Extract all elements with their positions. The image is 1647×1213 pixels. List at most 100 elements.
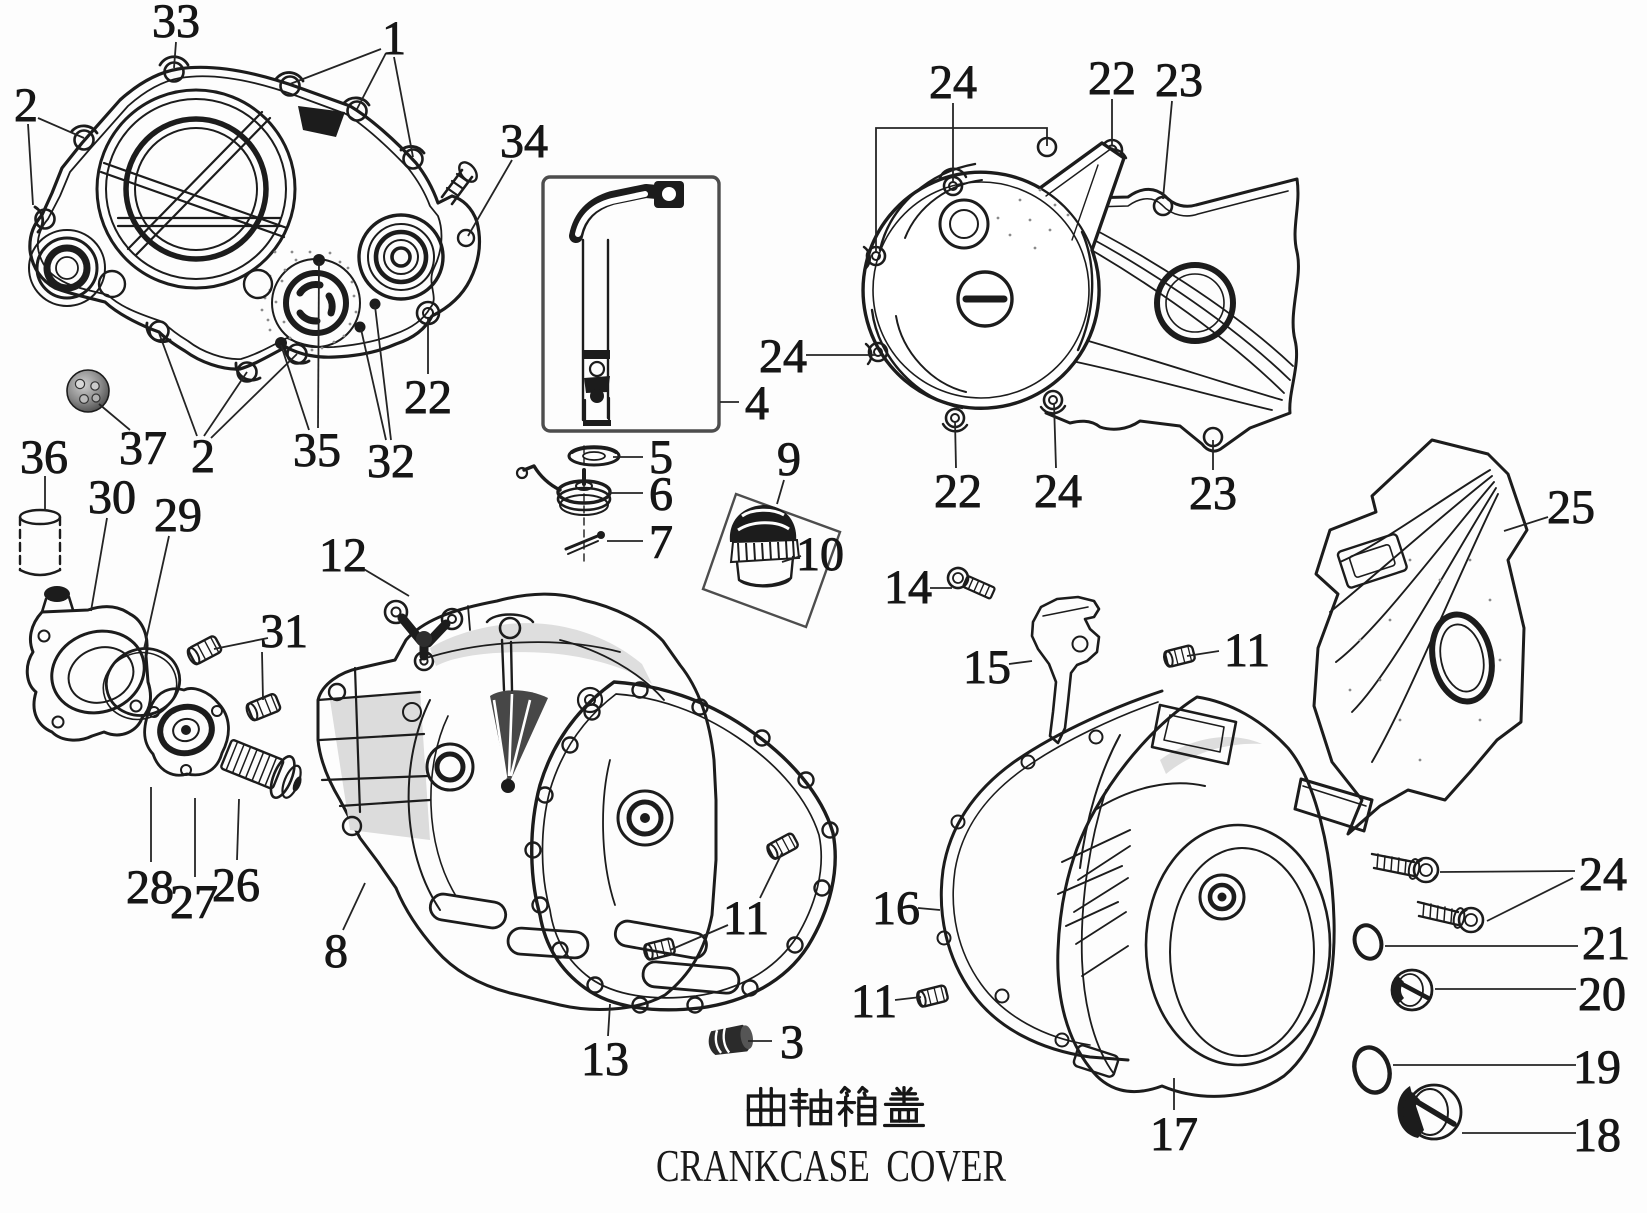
callout-24-34: 24	[759, 330, 807, 383]
crankcase-cover-body-8-shape	[330, 690, 430, 840]
cover-25-boss	[1336, 533, 1408, 589]
cotter-pin-7-shape	[567, 540, 599, 555]
crankcase-cover-body-8-shape	[430, 623, 652, 684]
stator-gasket-23	[1036, 136, 1300, 453]
lever-spring-6-shape	[515, 466, 529, 480]
crankcase-cover-body-8-shape	[353, 666, 362, 814]
callout-27-15: 27	[170, 876, 218, 929]
stator-cover-bolts-shape	[1042, 389, 1064, 411]
leader-line-16-30	[917, 907, 941, 911]
callout-16-30: 16	[872, 882, 920, 935]
stipple-dots-shape	[288, 336, 292, 340]
water-pump-cover-30-shape	[50, 629, 146, 715]
shift-arm-12-shape	[390, 606, 402, 618]
leader-line-31-13	[261, 651, 264, 701]
dowel-11-left-shape	[917, 984, 949, 1008]
leader-line-30-10	[90, 517, 108, 612]
cap-box	[701, 492, 842, 629]
seal-housing-28-27-shape	[143, 687, 230, 777]
dipstick-box-shape	[541, 175, 721, 433]
pump-gasket-29	[102, 647, 182, 721]
callout-6-23: 6	[649, 468, 673, 521]
title-english: CRANKCASE COVER	[656, 1140, 1006, 1191]
stipple-dots-shape	[342, 334, 346, 338]
o-ring-19	[1352, 1045, 1392, 1095]
clutch-cover-assembly-shape	[55, 256, 79, 280]
dowel-pins-31-shape	[245, 693, 282, 722]
leader-line-25-33	[1503, 516, 1549, 532]
dipstick-shape	[662, 187, 676, 201]
gasket-13-holes-shape	[821, 821, 839, 839]
clutch-cover-bolt-ears-shape	[279, 75, 301, 97]
clutch-cover-bolt-ears-shape	[346, 100, 368, 122]
crankcase-cover-body-8-shape	[316, 690, 432, 808]
dipstick-shape	[575, 191, 648, 237]
flange-bolt-24-b	[1416, 900, 1485, 934]
title-cn-char-3	[882, 1085, 926, 1128]
screw-plug-18-shape	[1411, 1097, 1457, 1127]
title-cn-char-2-shape	[837, 1105, 848, 1116]
dowel-pins-31-shape-shape	[245, 702, 259, 722]
cover-25-stipple	[1348, 558, 1502, 762]
stator-stipple	[996, 188, 1070, 250]
leader-line-24-35	[875, 127, 953, 252]
stipple-dots-shape	[328, 251, 332, 255]
flange-bolt-24-a-shape	[1376, 853, 1407, 874]
leader-line-24-39	[1053, 402, 1057, 469]
stator-cover-assembly-shape	[956, 270, 1014, 328]
clutch-cover-assembly-shape	[283, 270, 349, 336]
clutch-cover-assembly-shape	[373, 229, 429, 285]
leader-line-24-35	[953, 127, 1048, 146]
title-cn-char-2-shape	[844, 1091, 850, 1098]
stator-stipple-shape	[1033, 246, 1037, 250]
flange-bolt-14-shape	[946, 566, 970, 590]
filler-cap-10-shape-shape	[769, 541, 772, 561]
stipple-dots-shape	[346, 266, 350, 270]
crankcase-cover-body-8-shape	[341, 815, 363, 837]
sleeve-36-shape	[18, 515, 62, 572]
rubber-plug-3-shape	[714, 1027, 731, 1054]
gasket-13-holes-shape	[797, 771, 815, 789]
stator-cover-bolts-shape	[873, 347, 883, 357]
callout-23-40: 23	[1189, 467, 1237, 520]
callout-5-22: 5	[649, 431, 673, 484]
impeller-26-shape-shape	[232, 743, 245, 773]
stator-cover-assembly-shape	[949, 209, 979, 239]
stipple-dots-shape	[354, 310, 358, 314]
title-cn-char-2-shape	[844, 1104, 854, 1114]
gasket-16-holes-shape	[1088, 729, 1104, 745]
title-cn-char-2-shape	[843, 1085, 851, 1093]
gasket-16-holes	[936, 729, 1104, 1048]
magneto-cover-17-shape	[1073, 845, 1131, 977]
spring-fan-shape	[500, 638, 514, 692]
stator-stipple-shape	[1028, 218, 1032, 222]
impeller-26-shape-shape	[244, 748, 258, 779]
sprocket-cover-25-shape	[1302, 785, 1367, 807]
cover-25-stipple-shape	[1438, 578, 1442, 582]
seal-housing-28-27-shape	[181, 725, 191, 735]
rubber-plug-3-shape	[708, 1024, 752, 1055]
ball-37	[66, 369, 110, 413]
callout-21-42: 21	[1582, 917, 1630, 970]
shift-arm-12-shape	[440, 607, 464, 631]
callout-1-1: 1	[382, 12, 406, 65]
callout-36-9: 36	[20, 431, 68, 484]
seal-housing-28-27	[143, 687, 230, 777]
flange-bolt-14-shape	[952, 572, 964, 584]
stipple-dots-shape	[268, 328, 272, 332]
magneto-cover-17-shape	[1169, 847, 1315, 1057]
clutch-cover-assembly-shape	[134, 127, 258, 251]
cover-25-stipple-shape	[1468, 558, 1472, 562]
sprocket-cover-25	[1293, 438, 1529, 836]
flange-bolt-14-shape	[967, 577, 991, 598]
crankcase-cover-body-8-shape	[576, 686, 604, 714]
gasket-13-holes-shape	[586, 976, 604, 994]
screw-plug-20-shape	[1396, 973, 1424, 1007]
crankcase-cover-body-8-shape	[419, 641, 621, 661]
dowel-11-center-top-shape	[775, 834, 796, 856]
crankcase-cover-body-8-shape	[434, 751, 466, 783]
callout-17-32: 17	[1150, 1108, 1198, 1161]
leader-line-32-8	[360, 328, 387, 441]
